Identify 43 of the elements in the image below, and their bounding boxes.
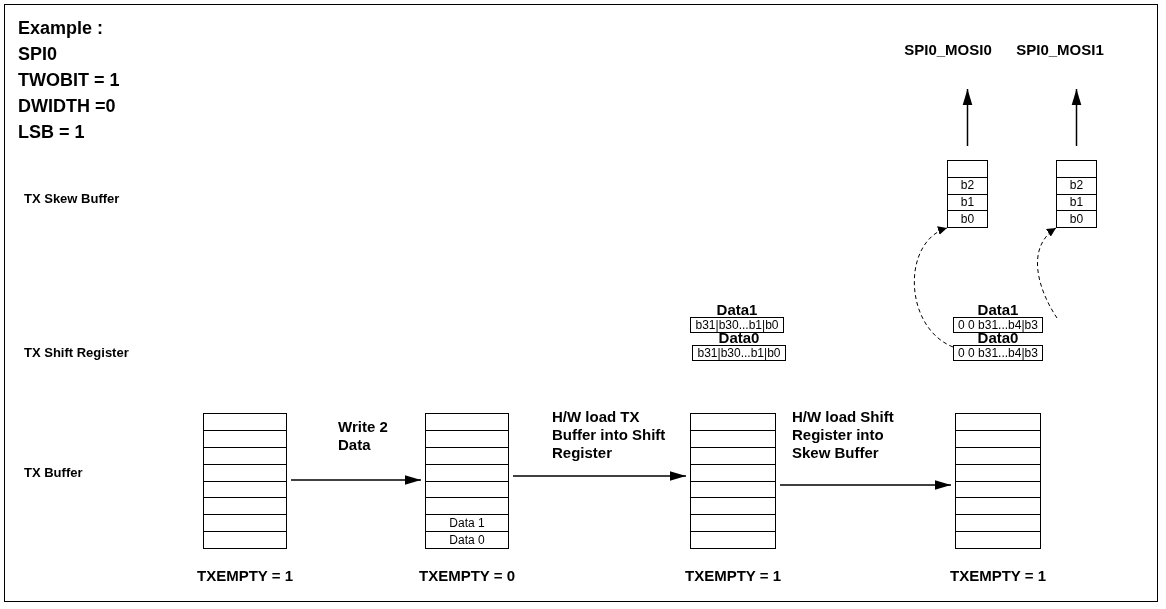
arrow [1071, 88, 1082, 147]
buffer-stack [955, 413, 1041, 549]
cell-text: Data 0 [449, 533, 485, 547]
register-field: 0 0 b31...b4|b3 [953, 317, 1043, 333]
setting-text: SPI0 [18, 44, 58, 65]
buffer-stack [947, 160, 988, 228]
setting-text: TWOBIT = 1 [18, 70, 120, 91]
cell-text: b1 [1069, 195, 1084, 209]
buffer-stack [1056, 160, 1097, 228]
register-field: b31|b30...b1|b0 [692, 345, 786, 361]
register-heading: Data1 [715, 302, 759, 317]
cell-text: b2 [960, 179, 975, 193]
status-label: TXEMPTY = 1 [197, 567, 293, 584]
cell-text: b2 [1069, 179, 1084, 193]
row-label: TX Skew Buffer [24, 191, 120, 206]
cell-text: Data 1 [449, 516, 485, 530]
setting-text: DWIDTH =0 [18, 96, 116, 117]
arrow [512, 471, 687, 481]
buffer-stack [203, 413, 287, 549]
row-label: TX Shift Register [24, 345, 129, 360]
setting-text: Example : [18, 18, 104, 39]
setting-text: LSB = 1 [18, 122, 85, 143]
signal-label: SPI0_MOSI1 [1008, 41, 1112, 58]
register-field: b31|b30...b1|b0 [690, 317, 784, 333]
status-label: TXEMPTY = 1 [950, 567, 1046, 584]
signal-label: SPI0_MOSI0 [898, 41, 998, 58]
dashed-arrow [913, 227, 954, 348]
register-heading: Data0 [718, 330, 760, 345]
buffer-stack [690, 413, 776, 549]
row-label: TX Buffer [24, 465, 83, 480]
arrow [779, 480, 952, 490]
status-label: TXEMPTY = 0 [419, 567, 515, 584]
dashed-arrow [1037, 227, 1058, 319]
register-heading: Data1 [976, 302, 1020, 317]
register-field: 0 0 b31...b4|b3 [953, 345, 1043, 361]
cell-text: b1 [960, 195, 975, 209]
arrow [962, 88, 973, 147]
register-heading: Data0 [976, 330, 1019, 345]
status-label: TXEMPTY = 1 [685, 567, 781, 584]
arrow [290, 475, 422, 485]
cell-text: b0 [960, 212, 975, 226]
cell-text: b0 [1069, 212, 1084, 226]
buffer-stack [425, 413, 509, 549]
